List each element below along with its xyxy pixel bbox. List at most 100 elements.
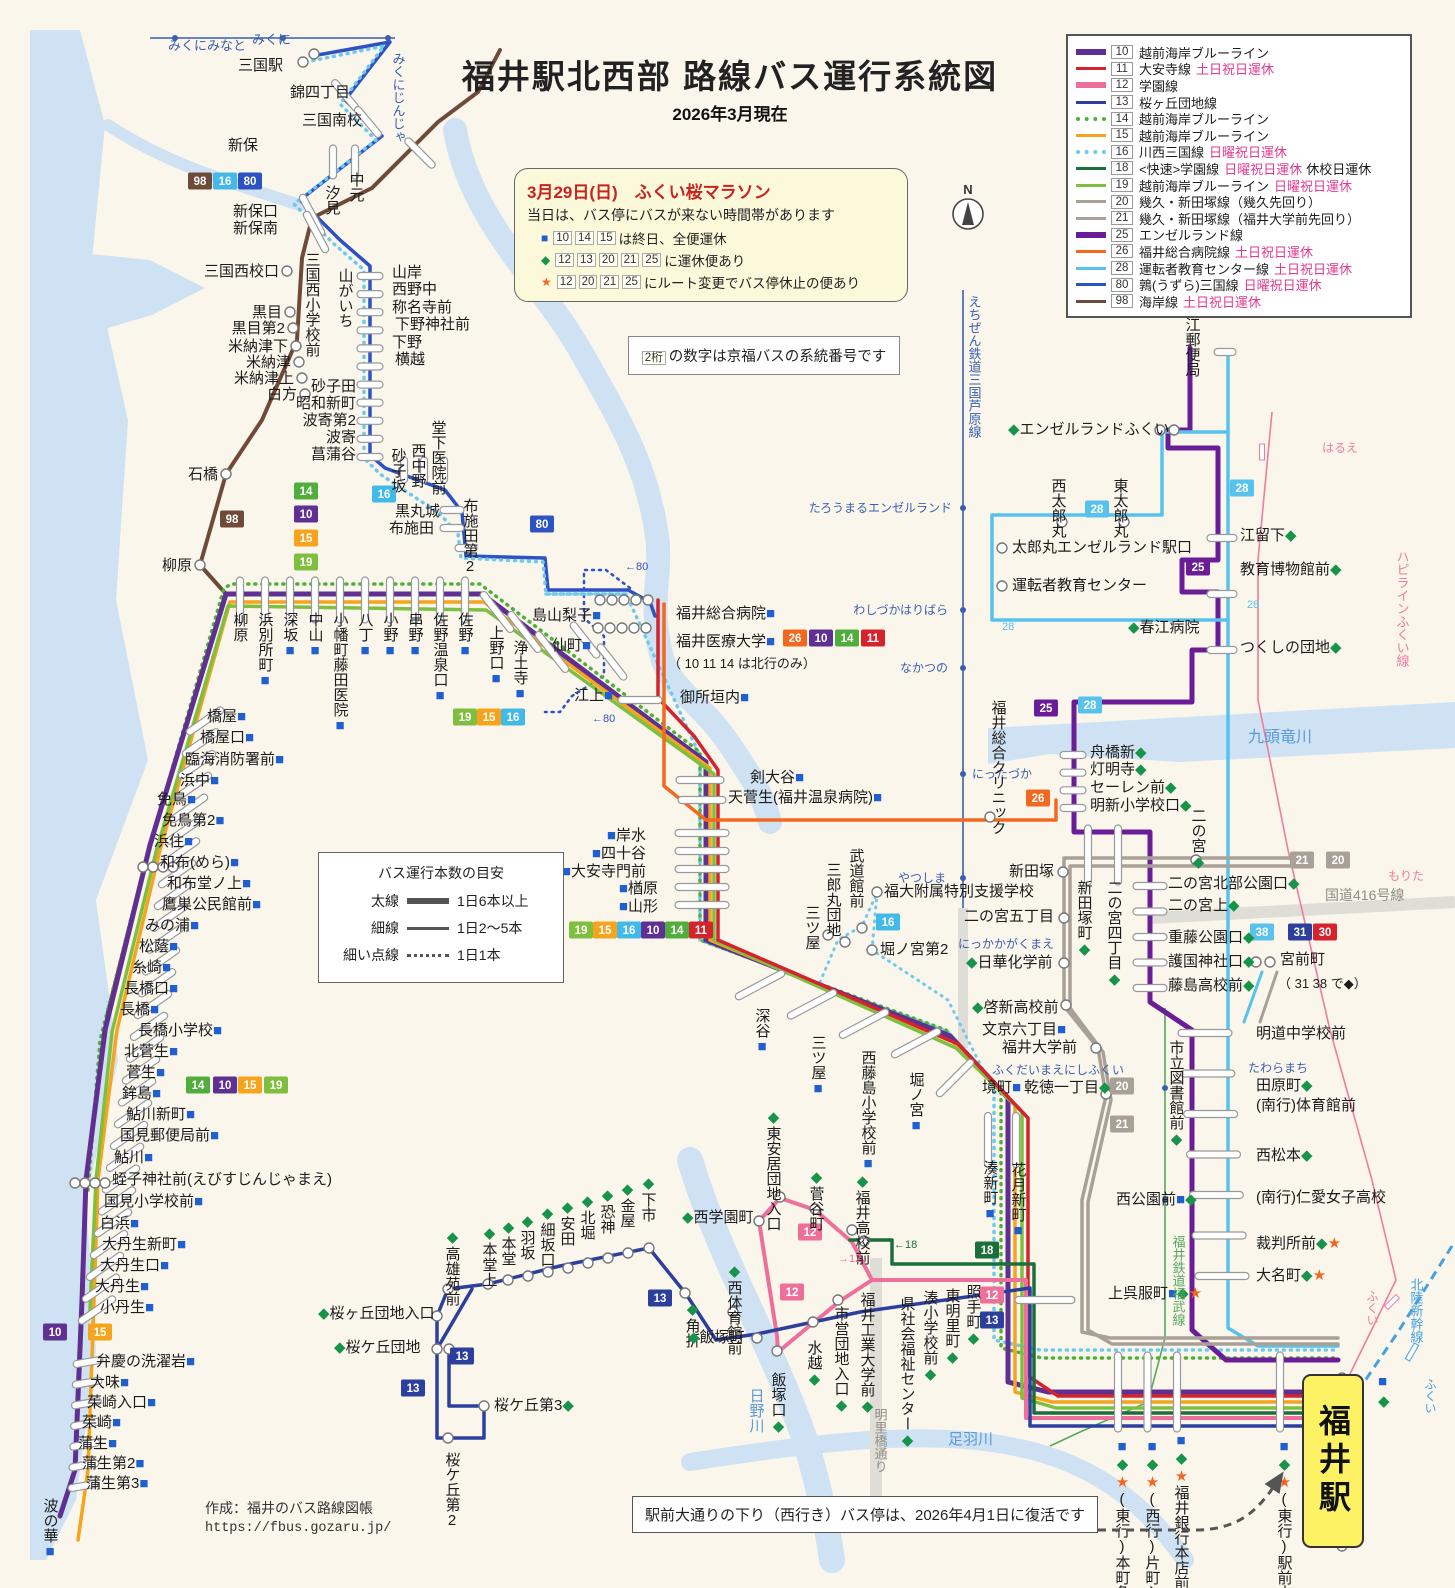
map-label: 新田塚 bbox=[1009, 863, 1054, 880]
map-label: たろうまるエンゼルランド bbox=[809, 501, 952, 515]
map-label: 照手町◆ bbox=[965, 1284, 982, 1347]
bus-stop-tick bbox=[439, 523, 465, 533]
river bbox=[102, 119, 306, 211]
bus-stop-tick bbox=[310, 576, 320, 624]
legend-route-note: 日曜祝日運休 bbox=[1224, 161, 1303, 177]
marathon-item-text: は終日、全便運休 bbox=[618, 232, 727, 247]
bus-stop-tick bbox=[1206, 589, 1238, 599]
map-label: 中山■ bbox=[307, 612, 324, 659]
bus-stop-tick bbox=[1014, 1295, 1076, 1305]
map-label: 福井大学前 bbox=[1002, 1039, 1077, 1056]
map-label: 下野神社前 bbox=[395, 316, 470, 333]
legend-route-number: 12 bbox=[1111, 78, 1133, 93]
route-number-badge bbox=[1034, 699, 1058, 717]
map-label: ◆本堂 bbox=[500, 1218, 517, 1266]
map-label: 山がいち bbox=[337, 268, 354, 328]
route-number-badge-label: 15 bbox=[483, 712, 496, 724]
map-label: ◆北堀 bbox=[579, 1192, 596, 1240]
map-label: 佐野■ bbox=[457, 612, 474, 659]
map-label: 長橋小学校■ bbox=[138, 1022, 222, 1039]
bus-stop-circle bbox=[442, 1432, 454, 1444]
bus-stop-tick bbox=[838, 1008, 890, 1040]
bus-stop-tick bbox=[129, 1011, 169, 1042]
legend-route-note: 日曜祝日運休 bbox=[1209, 145, 1288, 161]
bus-stop-circle bbox=[618, 594, 630, 606]
map-label: ◆安田 bbox=[559, 1198, 576, 1246]
legend-route-note: 土日祝日運休 bbox=[1183, 294, 1262, 310]
route-number-badge bbox=[798, 1223, 822, 1241]
bus-route-line bbox=[656, 598, 1340, 1398]
route-number-badge-label: 13 bbox=[986, 1315, 999, 1327]
route-number-badge-label: 14 bbox=[300, 486, 313, 498]
map-label: 橋屋口■ bbox=[200, 729, 254, 746]
route-number-badge-label: 19 bbox=[459, 712, 472, 724]
route-number-badge-label: 14 bbox=[841, 633, 854, 645]
route-number-badge bbox=[689, 921, 713, 939]
map-label: 白方 bbox=[267, 386, 297, 403]
route-number-badge-label: 80 bbox=[244, 176, 257, 188]
bus-stop-tick bbox=[121, 1055, 161, 1085]
route-number-badge bbox=[88, 1323, 112, 1341]
route-number-badge bbox=[1250, 923, 1274, 941]
bus-stop-circle bbox=[1168, 424, 1180, 436]
route-number-badge-label: 15 bbox=[599, 925, 612, 937]
legend-route-name: 越前海岸ブルーライン bbox=[1139, 112, 1270, 128]
bus-stop-circle bbox=[866, 944, 878, 956]
map-label: 福井総合クリニック bbox=[990, 700, 1007, 835]
bus-stop-circle bbox=[809, 1203, 821, 1215]
map-label: 錦四丁目 bbox=[290, 84, 350, 101]
route-number-badge bbox=[450, 1347, 474, 1365]
map-label: 舟橋新◆ bbox=[1090, 744, 1147, 761]
map-label: 菖蒲谷 bbox=[311, 446, 356, 463]
map-label: ◆角折 bbox=[684, 1300, 701, 1349]
map-label: 三国駅 bbox=[238, 57, 283, 74]
route-number-badge bbox=[294, 529, 318, 547]
route-number-badge-label: 10 bbox=[815, 633, 828, 645]
bus-stop-tick bbox=[890, 1027, 942, 1059]
map-label: ◆東安居団地入口 bbox=[765, 1108, 782, 1231]
route-number-badge bbox=[648, 1289, 672, 1307]
map-label: 湊新町■ bbox=[982, 1160, 999, 1222]
map-label: （ 10 11 14 は北行のみ） bbox=[668, 656, 816, 671]
map-label: 西藤島小学校前■ bbox=[860, 1050, 877, 1172]
route-number-badge-label: 28 bbox=[1084, 700, 1097, 712]
map-label: 砂子田 bbox=[311, 378, 356, 395]
bus-route-line bbox=[662, 602, 1058, 822]
bus-stop-circle bbox=[297, 56, 309, 68]
bus-stop-tick bbox=[399, 456, 409, 484]
route-number-badge bbox=[665, 921, 689, 939]
bus-stop-circle bbox=[640, 622, 652, 634]
legend-route-swatch bbox=[1076, 149, 1106, 154]
legend-route-swatch bbox=[1076, 283, 1106, 287]
legend-route-name: 桜ヶ丘団地線 bbox=[1139, 95, 1218, 111]
bus-stop-tick bbox=[435, 576, 445, 624]
map-label: 市立図書館前◆ bbox=[1168, 1040, 1185, 1148]
map-label: たわらまち bbox=[1248, 1061, 1308, 1075]
fukui-station-box: 福井駅 bbox=[1302, 1374, 1364, 1548]
bus-stop-tick bbox=[385, 576, 395, 624]
map-label: 28 bbox=[1002, 621, 1014, 633]
map-label: (南行)体育館前 bbox=[1256, 1097, 1356, 1114]
legend-route-number: 15 bbox=[1111, 128, 1133, 143]
map-label: 県社会福祉センター◆ bbox=[899, 1296, 916, 1449]
bus-stop-circle bbox=[771, 1345, 783, 1357]
bus-stop-tick bbox=[68, 1459, 100, 1472]
bus-route-line bbox=[292, 44, 628, 596]
bus-stop-circle bbox=[137, 861, 149, 873]
marathon-title: 3月29日(日) ふくい桜マラソン bbox=[527, 183, 771, 202]
map-label: 西太郎丸 bbox=[1050, 478, 1067, 539]
credit-line2: https://fbus.gozaru.jp/ bbox=[205, 1521, 392, 1536]
map-label: 堀ノ宮第2 bbox=[880, 940, 948, 958]
bus-stop-tick bbox=[1059, 768, 1087, 777]
map-label: 橋屋■ bbox=[207, 708, 246, 725]
bus-stop-tick bbox=[260, 576, 270, 624]
bus-stop-circle bbox=[284, 306, 296, 318]
route-number-badge bbox=[264, 1076, 288, 1094]
bus-stop-tick bbox=[356, 452, 384, 462]
map-label: 二の宮上◆ bbox=[1168, 897, 1240, 914]
bus-stop-tick bbox=[185, 706, 225, 736]
bus-stop-tick bbox=[141, 946, 181, 976]
legend-route-number: 28 bbox=[1111, 261, 1133, 276]
map-label: 水越◆ bbox=[806, 1340, 823, 1388]
